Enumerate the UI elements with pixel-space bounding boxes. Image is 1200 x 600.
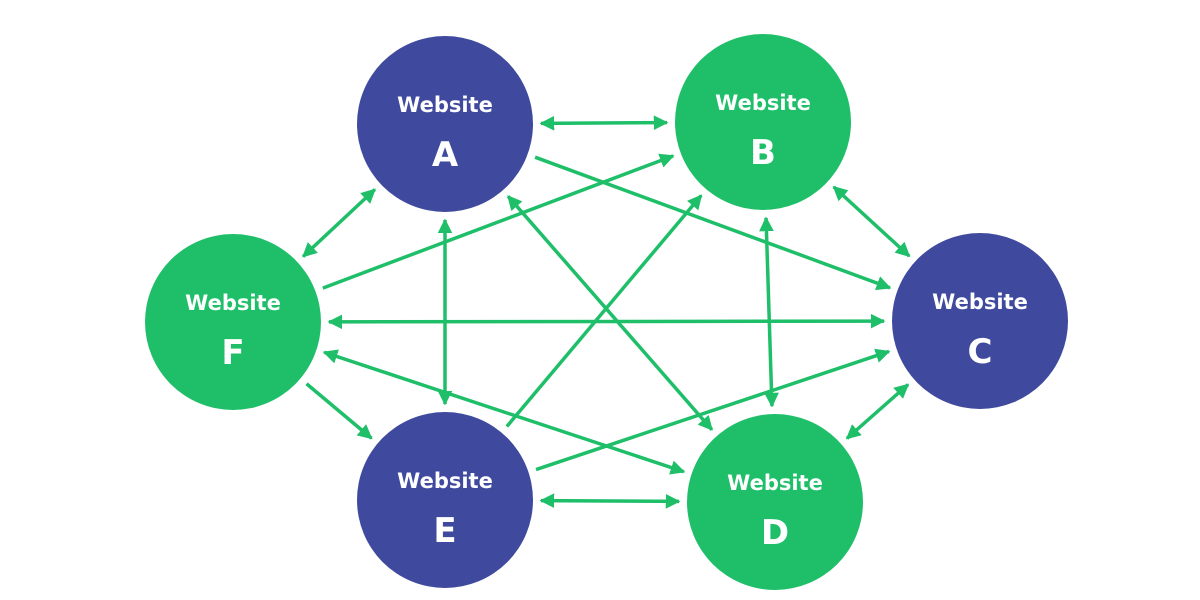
edge-a-f bbox=[301, 188, 377, 258]
node-label-letter: A bbox=[432, 135, 459, 175]
edge-d-e bbox=[539, 493, 681, 509]
node-circle bbox=[357, 36, 533, 212]
edge-b-d bbox=[759, 216, 779, 408]
node-label-word: Website bbox=[715, 91, 811, 115]
node-circle bbox=[687, 414, 863, 590]
node-label-word: Website bbox=[727, 471, 823, 495]
node-label-word: Website bbox=[397, 469, 493, 493]
node-label-letter: F bbox=[221, 333, 244, 373]
node-label-letter: C bbox=[968, 332, 993, 372]
node-label-word: Website bbox=[932, 290, 1028, 314]
node-label-letter: E bbox=[433, 511, 456, 551]
website-nodes: WebsiteAWebsiteBWebsiteCWebsiteDWebsiteE… bbox=[145, 34, 1068, 590]
node-circle bbox=[892, 233, 1068, 409]
node-label-letter: D bbox=[761, 513, 789, 553]
edge-c-f bbox=[327, 313, 886, 330]
connection-arrows bbox=[301, 115, 911, 509]
node-label-word: Website bbox=[185, 291, 281, 315]
node-circle bbox=[357, 412, 533, 588]
node-label-word: Website bbox=[397, 93, 493, 117]
edge-b-f bbox=[322, 153, 675, 290]
edge-a-d bbox=[506, 195, 714, 431]
edge-c-d bbox=[845, 383, 910, 440]
edge-a-b bbox=[539, 115, 669, 131]
node-circle bbox=[145, 234, 321, 410]
edge-b-c bbox=[832, 185, 911, 258]
edge-e-f bbox=[305, 382, 373, 440]
edge-d-f bbox=[322, 349, 686, 475]
node-circle bbox=[675, 34, 851, 210]
node-label-letter: B bbox=[750, 133, 776, 173]
